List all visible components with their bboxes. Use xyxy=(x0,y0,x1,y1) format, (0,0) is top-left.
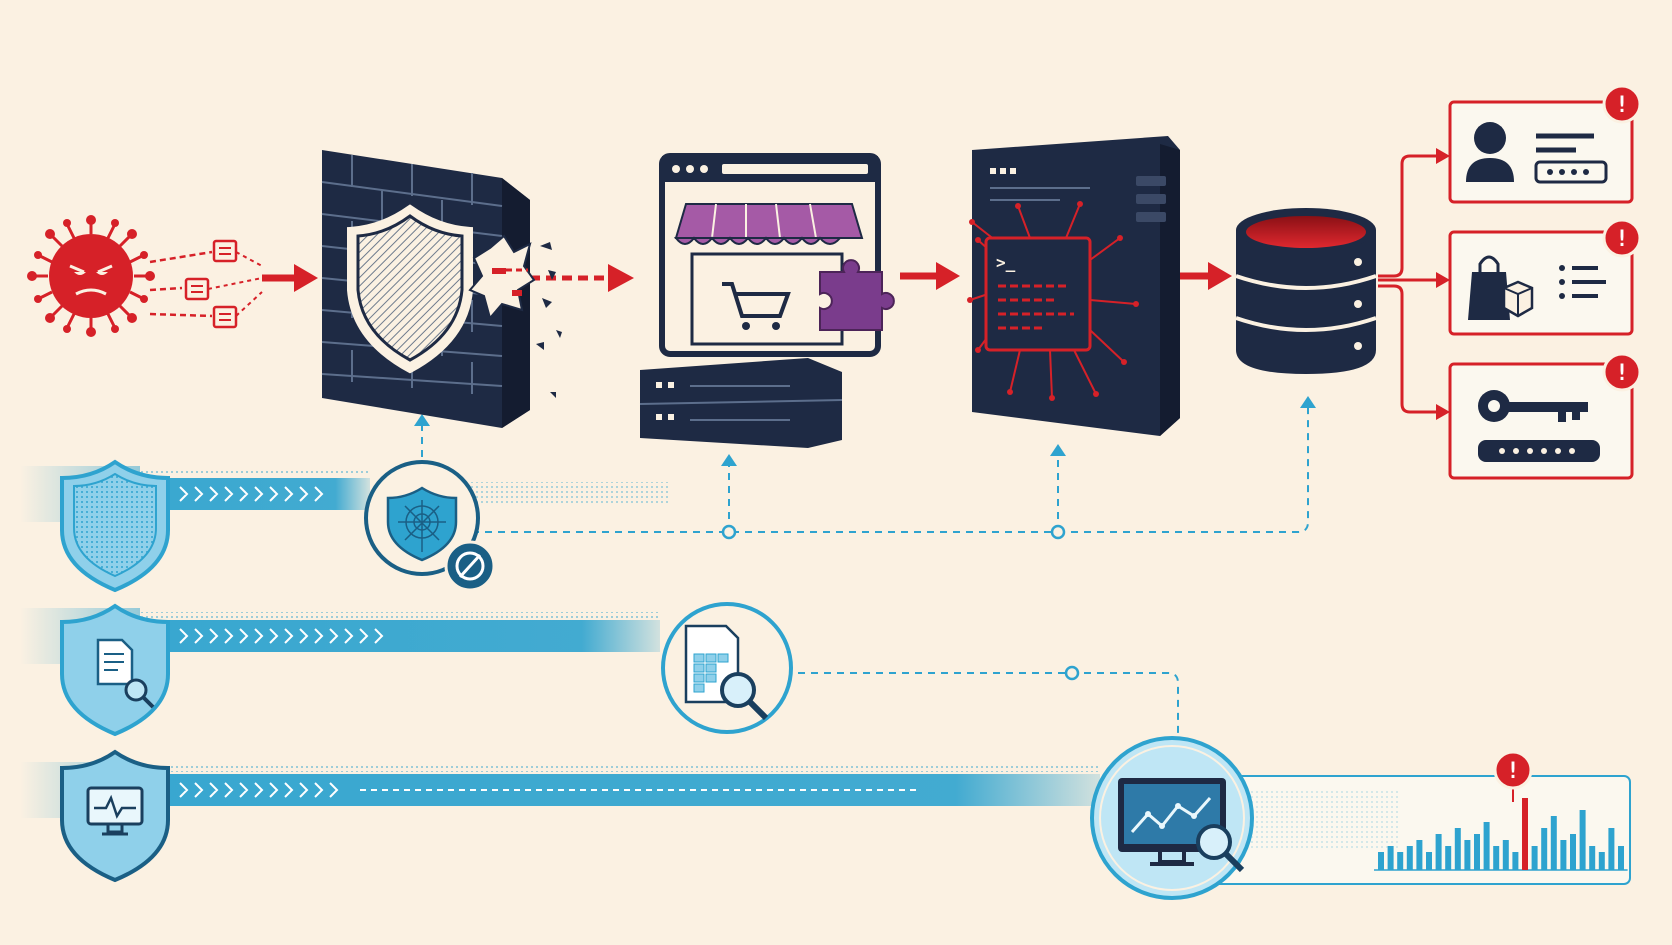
terminal-prompt: >_ xyxy=(996,253,1016,272)
compromised-server-icon: >_ xyxy=(967,136,1180,436)
shield-icon xyxy=(60,459,170,593)
chart-bar xyxy=(1454,828,1461,870)
database-icon xyxy=(1235,208,1377,374)
chart-bar xyxy=(1387,846,1394,870)
connector-nodes xyxy=(721,524,1080,681)
lane-dots xyxy=(140,766,1100,772)
chart-bar xyxy=(1502,840,1509,870)
terminal-window xyxy=(984,236,1092,352)
anomaly-bar-chart xyxy=(1374,798,1628,871)
chart-bar xyxy=(1416,840,1423,870)
monitor-shield-icon xyxy=(60,749,170,883)
chart-bar xyxy=(1589,846,1596,870)
chart-bar xyxy=(1618,846,1624,870)
chart-bar xyxy=(1550,816,1557,870)
chart-bar xyxy=(1378,852,1384,870)
chart-bar xyxy=(1483,822,1490,870)
user-credentials-card: ! xyxy=(1448,84,1642,204)
lane-bar xyxy=(140,478,370,510)
lane-dots xyxy=(140,612,660,618)
chart-bar-anomaly xyxy=(1522,798,1528,870)
chart-bar xyxy=(1445,846,1452,870)
lane-chevrons xyxy=(179,628,384,644)
lane-dots xyxy=(140,470,370,476)
chart-bar xyxy=(1397,852,1404,870)
chart-bar xyxy=(1474,834,1480,870)
key-icon xyxy=(1478,390,1588,422)
lane-tail-dots xyxy=(470,482,670,506)
chart-bar xyxy=(1608,828,1615,870)
web-shield-blocked-icon xyxy=(364,460,496,592)
chart-bar xyxy=(1464,840,1471,870)
lane-chevrons xyxy=(179,782,920,798)
exfiltration-arrows xyxy=(1378,154,1440,414)
keys-card: ! xyxy=(1448,352,1642,480)
connector-main xyxy=(472,405,1309,533)
chart-bar xyxy=(1512,852,1519,870)
lane-bar xyxy=(140,620,660,652)
defense-connectors xyxy=(421,405,1309,742)
chart-bar xyxy=(1570,834,1576,870)
puzzle-piece-icon xyxy=(819,259,895,331)
chart-bar xyxy=(1406,846,1413,870)
chart-bar xyxy=(1579,810,1586,870)
brick-wall-shield-icon xyxy=(321,150,562,428)
log-search-icon xyxy=(661,602,793,734)
monitor-analytics-icon xyxy=(1090,736,1254,900)
alert-badge: ! xyxy=(1615,227,1628,252)
anomaly-alert-icon: ! xyxy=(1493,750,1533,802)
virus-icon xyxy=(27,215,155,337)
anomaly-alert-mark: ! xyxy=(1506,759,1519,784)
connector-arrowheads xyxy=(414,396,1316,466)
chart-bar xyxy=(1598,852,1605,870)
user-profile-icon xyxy=(1466,122,1514,182)
document-search-shield-icon xyxy=(60,603,170,737)
alert-badge: ! xyxy=(1615,361,1628,386)
chart-bar xyxy=(1426,852,1432,870)
chart-bar xyxy=(1541,828,1548,870)
exfiltration-arrowheads xyxy=(1436,148,1450,420)
lane-bar xyxy=(140,774,1100,806)
alert-badge: ! xyxy=(1615,93,1628,118)
chart-bar xyxy=(1493,846,1500,870)
chart-bar xyxy=(1435,834,1442,870)
malicious-packets xyxy=(149,239,263,329)
connector-logs xyxy=(785,672,1179,742)
shopping-bag-icon xyxy=(1468,255,1534,320)
lane-chevrons xyxy=(179,486,324,502)
storefront-browser-icon xyxy=(639,153,895,448)
order-data-card: ! xyxy=(1448,218,1642,336)
chart-bar xyxy=(1560,840,1567,870)
attack-arrows xyxy=(262,262,1232,292)
chart-bar xyxy=(1531,846,1538,870)
